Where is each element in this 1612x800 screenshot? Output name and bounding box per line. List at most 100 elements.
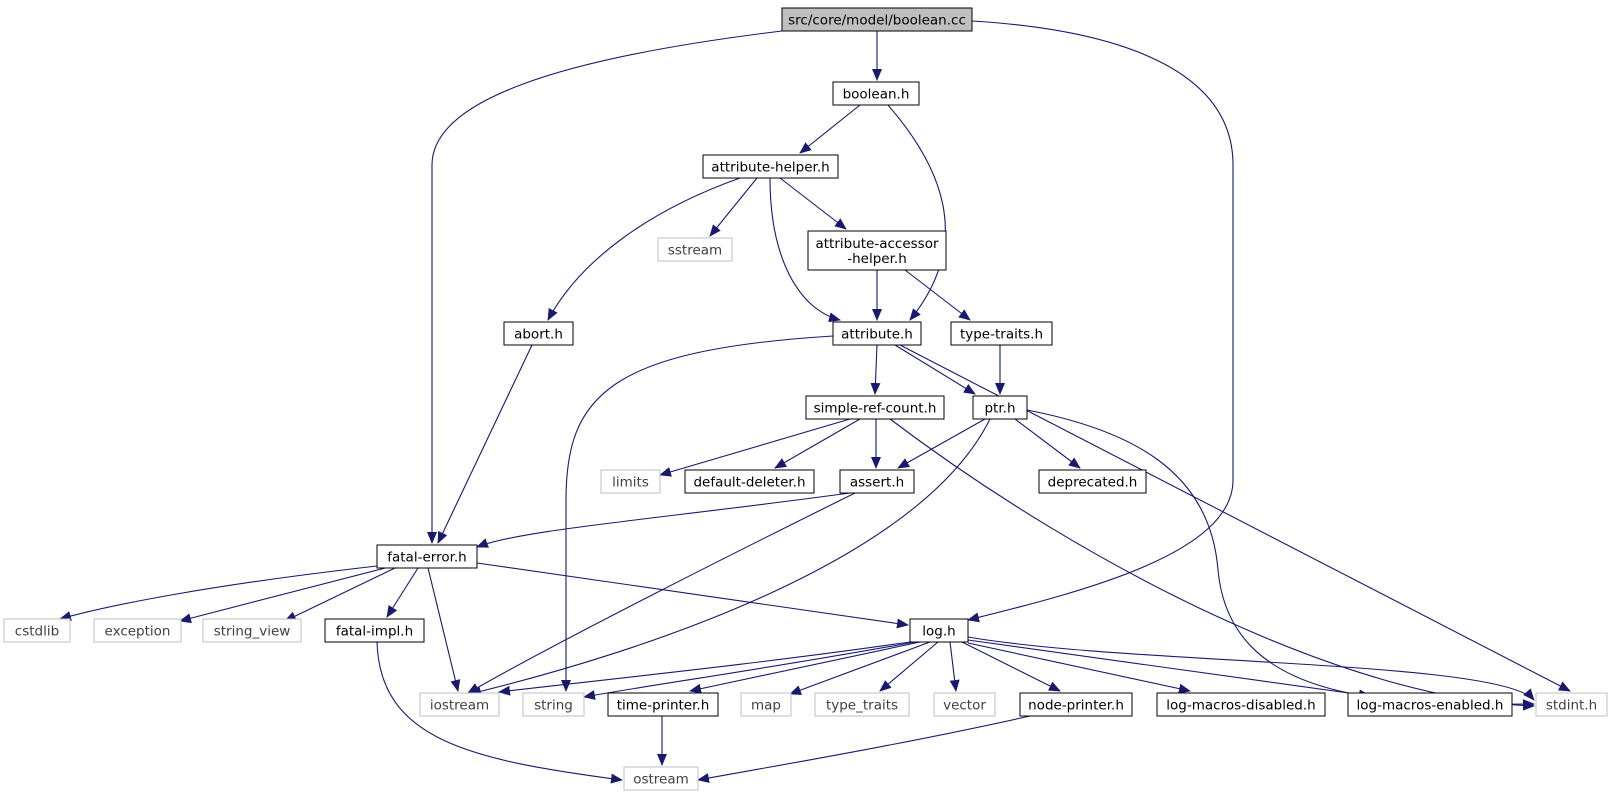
edge-fatal-error-h-to-iostream — [427, 567, 461, 692]
edge-log-h-to-type-traits — [879, 641, 939, 692]
node-label: string — [534, 698, 573, 714]
edge-attribute-accessor-helper-h-to-type-traits-h — [904, 269, 971, 321]
node-attribute-h[interactable]: attribute.h — [832, 321, 922, 346]
node-root[interactable]: src/core/model/boolean.cc — [781, 7, 973, 32]
node-boolean-h[interactable]: boolean.h — [832, 81, 920, 106]
node-label: src/core/model/boolean.cc — [788, 13, 966, 29]
edge-boolean-h-to-attribute-helper-h — [799, 104, 861, 154]
edge-log-h-to-map — [789, 641, 931, 695]
edge-log-h-to-node-printer-h — [961, 641, 1061, 692]
node-map: map — [740, 692, 792, 717]
node-label: map — [751, 698, 781, 714]
node-label: type_traits — [826, 698, 898, 714]
node-label: boolean.h — [843, 87, 910, 103]
node-log-macros-enabled-h[interactable]: log-macros-enabled.h — [1347, 692, 1513, 717]
node-attribute-helper-h[interactable]: attribute-helper.h — [702, 154, 839, 179]
node-box — [419, 692, 500, 717]
edge-fatal-error-h-to-cstdlib — [59, 565, 378, 621]
node-simple-ref-count-h[interactable]: simple-ref-count.h — [805, 395, 945, 420]
edge-log-h-to-log-macros-disabled-h — [967, 642, 1191, 694]
edge-assert-h-to-fatal-error-h — [476, 492, 851, 548]
edge-assert-h-to-iostream — [467, 492, 856, 694]
node-label: fatal-impl.h — [336, 624, 413, 640]
node-box — [376, 544, 478, 569]
node-deprecated-h[interactable]: deprecated.h — [1038, 469, 1147, 494]
edge-log-h-to-time-printer-h — [689, 641, 921, 694]
edge-attribute-helper-h-to-attribute-accessor-helper-h — [779, 177, 847, 230]
node-node-printer-h[interactable]: node-printer.h — [1019, 692, 1133, 717]
node-box — [805, 395, 945, 420]
node-label: deprecated.h — [1048, 475, 1138, 491]
node-label: iostream — [430, 698, 489, 714]
edge-fatal-error-h-to-log-h — [476, 562, 909, 629]
node-box — [807, 230, 947, 271]
edge-attribute-helper-h-to-sstream — [709, 177, 758, 237]
node-string-view: string_view — [202, 618, 302, 643]
node-exception: exception — [93, 618, 182, 643]
node-type-traits-h[interactable]: type-traits.h — [950, 321, 1053, 346]
node-label: type-traits.h — [960, 327, 1043, 343]
edge-log-h-to-string — [583, 641, 916, 700]
edge-root-to-log-h — [967, 20, 1234, 623]
node-fatal-impl-h[interactable]: fatal-impl.h — [324, 618, 425, 643]
node-time-printer-h[interactable]: time-printer.h — [607, 692, 719, 717]
node-fatal-error-h[interactable]: fatal-error.h — [376, 544, 478, 569]
node-box — [623, 766, 699, 791]
node-box — [600, 469, 661, 494]
node-box — [522, 692, 585, 717]
node-box — [832, 321, 922, 346]
node-label: exception — [105, 624, 171, 640]
node-label: -helper.h — [847, 251, 907, 267]
node-box — [684, 469, 815, 494]
edge-attribute-helper-h-to-attribute-h — [769, 177, 841, 323]
edge-log-h-to-stdint-h — [967, 636, 1535, 701]
node-label: default-deleter.h — [693, 475, 805, 491]
edge-node-printer-h-to-ostream — [697, 715, 1031, 783]
edge-fatal-error-h-to-string-view — [284, 567, 396, 622]
edge-ptr-h-to-iostream — [469, 418, 991, 697]
node-label: fatal-error.h — [387, 550, 467, 566]
node-log-h[interactable]: log.h — [909, 618, 969, 643]
edge-attribute-h-to-simple-ref-count-h — [870, 344, 881, 395]
edge-boolean-h-to-attribute-h — [887, 104, 946, 321]
edge-ptr-h-to-deprecated-h — [1014, 418, 1081, 469]
edge-simple-ref-count-h-to-default-deleter-h — [774, 418, 861, 469]
node-type-traits: type_traits — [814, 692, 910, 717]
node-attribute-accessor-helper-h[interactable]: attribute-accessor-helper.h — [807, 230, 947, 271]
node-label: log-macros-disabled.h — [1166, 698, 1315, 714]
edge-fatal-impl-h-to-ostream — [376, 641, 623, 784]
node-box — [1347, 692, 1513, 717]
node-abort-h[interactable]: abort.h — [503, 321, 574, 346]
edge-attribute-helper-h-to-abort-h — [547, 177, 741, 321]
node-label: cstdlib — [15, 624, 59, 640]
node-box — [909, 618, 969, 643]
node-iostream: iostream — [419, 692, 500, 717]
node-label: sstream — [668, 243, 722, 259]
node-box — [1038, 469, 1147, 494]
node-box — [607, 692, 719, 717]
edge-simple-ref-count-h-to-limits — [659, 418, 851, 477]
node-label: log.h — [922, 624, 955, 640]
node-box — [657, 237, 733, 262]
node-label: log-macros-enabled.h — [1357, 698, 1504, 714]
node-box — [1156, 692, 1326, 717]
node-assert-h[interactable]: assert.h — [839, 469, 915, 494]
node-box — [702, 154, 839, 179]
node-label: string_view — [214, 624, 291, 640]
node-ostream: ostream — [623, 766, 699, 791]
node-sstream: sstream — [657, 237, 733, 262]
node-log-macros-disabled-h[interactable]: log-macros-disabled.h — [1156, 692, 1326, 717]
node-ptr-h[interactable]: ptr.h — [972, 395, 1028, 420]
node-box — [1019, 692, 1133, 717]
node-box — [202, 618, 302, 643]
node-limits: limits — [600, 469, 661, 494]
node-label: stdint.h — [1546, 698, 1597, 714]
edge-log-h-to-vector — [949, 641, 960, 692]
node-string: string — [522, 692, 585, 717]
node-label: vector — [943, 698, 986, 714]
node-box — [3, 618, 71, 643]
node-box — [933, 692, 996, 717]
edge-ptr-h-to-stdint-h — [1026, 409, 1535, 710]
node-default-deleter-h[interactable]: default-deleter.h — [684, 469, 815, 494]
